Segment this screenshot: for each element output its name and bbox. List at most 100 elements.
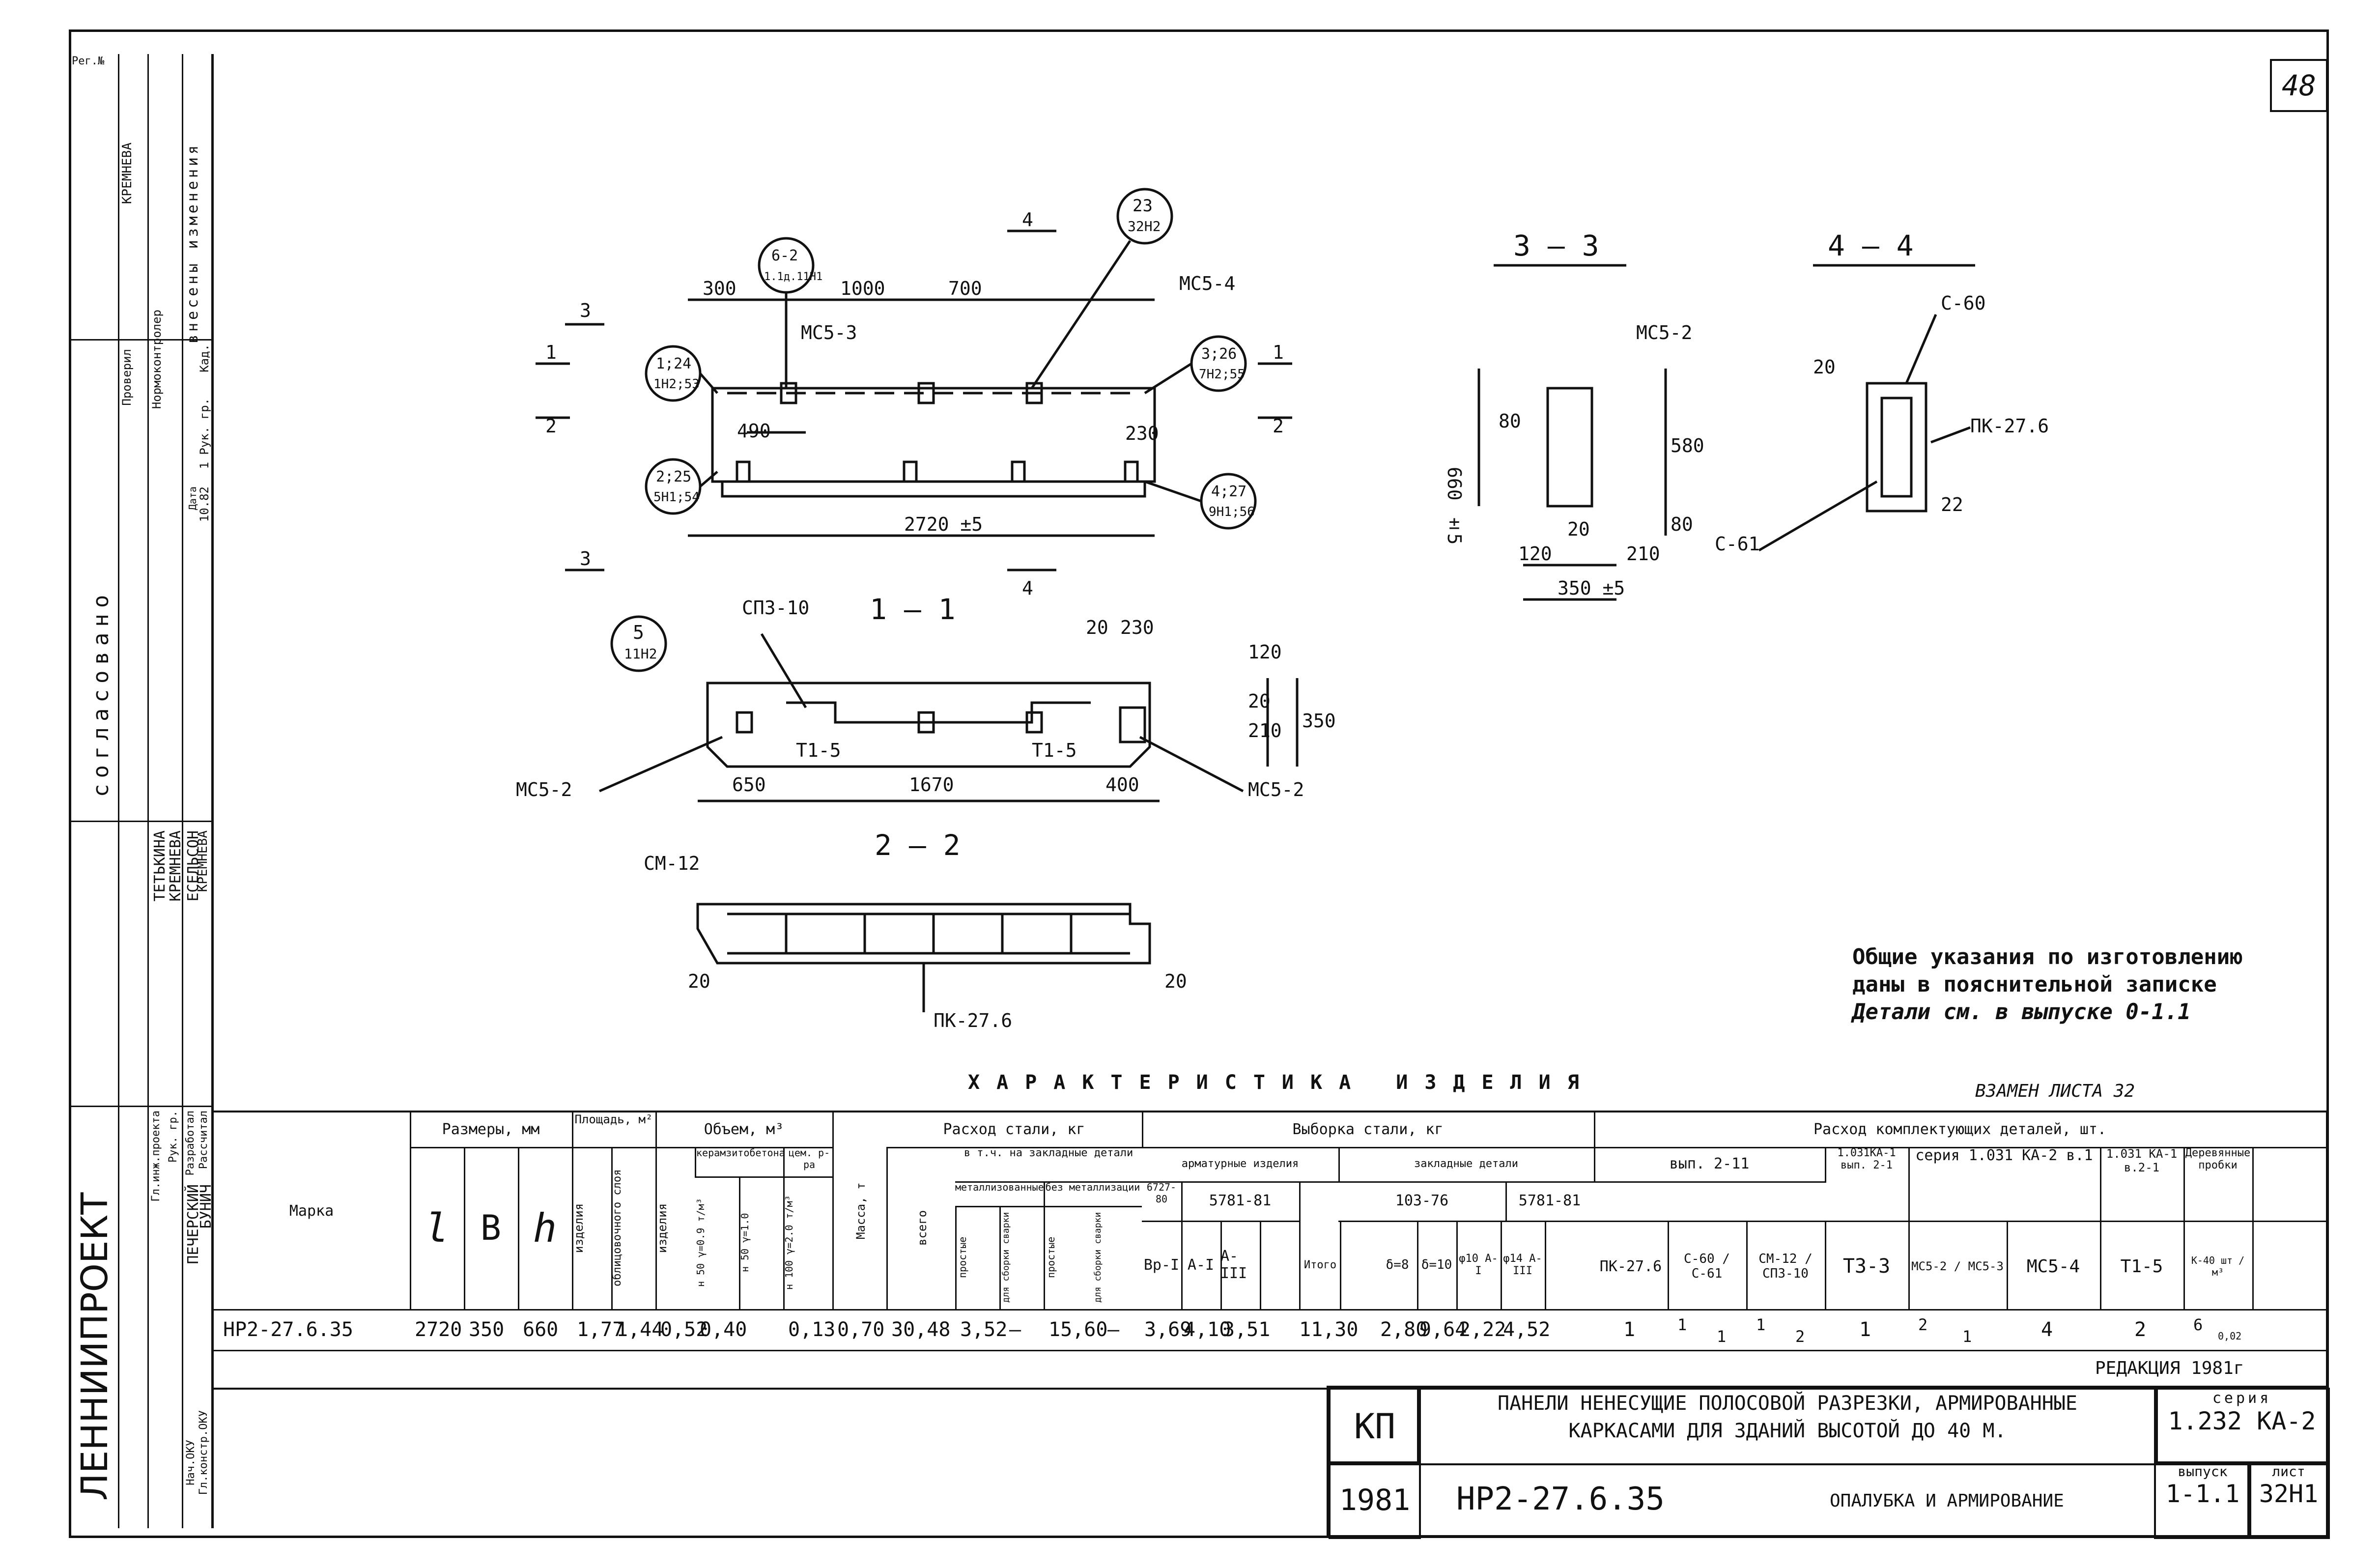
- th-vol-a: н 50 γ=0.9 т/м³: [695, 1176, 740, 1309]
- tb-vypusk: выпуск 1-1.1: [2154, 1461, 2251, 1539]
- dim-120b: 120: [1518, 543, 1552, 565]
- callout-circle: [645, 345, 702, 402]
- dim-1000: 1000: [840, 278, 885, 299]
- th-gost-1: 6727-80: [1142, 1181, 1183, 1222]
- section-mark-4-bot: 4: [1022, 577, 1033, 599]
- dim-350: 350: [1302, 710, 1336, 732]
- cell-mass: 0,70: [837, 1318, 885, 1341]
- th-vr1: Вр-I: [1142, 1221, 1183, 1309]
- tb-kp: КП: [1329, 1388, 1421, 1465]
- cell-h: 660: [523, 1318, 559, 1341]
- dim-1670: 1670: [909, 774, 954, 796]
- section-33-outline: [1546, 387, 1593, 508]
- tb-list-value: 32Н1: [2259, 1480, 2319, 1508]
- th-a3: А-III: [1220, 1221, 1261, 1309]
- tb-list-label: лист: [2272, 1463, 2305, 1480]
- cell-k3a: 1: [1756, 1315, 1766, 1334]
- th-pod-1: для сборки сварки: [999, 1206, 1045, 1309]
- th-area: Площадь, м²: [572, 1112, 657, 1148]
- role-gip: Гл.инж.проекта: [150, 1111, 162, 1202]
- dim-580: 580: [1671, 435, 1704, 456]
- embed: [917, 382, 935, 404]
- cell-k5b: 1: [1962, 1327, 1972, 1346]
- embed: [903, 460, 918, 483]
- th-kit-mc: МС5-2 / МС5-3: [1908, 1222, 2008, 1311]
- cell-area1: 1,77: [577, 1318, 624, 1341]
- callout-2-25: 2;25: [656, 468, 691, 485]
- embed: [1025, 711, 1043, 734]
- section-44-outline: [1866, 382, 1927, 513]
- leader: [1139, 736, 1244, 793]
- label-mc5-2-right: МС5-2: [1248, 779, 1304, 800]
- role-nach-oku: Нач.ОКУ: [185, 1440, 197, 1485]
- callout-5-sub: 11Н2: [624, 646, 657, 662]
- leader: [1930, 426, 1971, 444]
- tb-year: 1981: [1329, 1461, 1421, 1539]
- role-glkonstr: Гл.констр.ОКУ: [198, 1410, 210, 1495]
- cell-vol1: 0,52: [660, 1318, 708, 1341]
- dim-20-22a: 20: [688, 970, 710, 992]
- th-a1: А-I: [1181, 1221, 1222, 1309]
- th-kit-group-3: серия 1.031 КА-2 в.1: [1908, 1147, 2101, 1221]
- strip-col-line: [182, 54, 183, 1528]
- tb-list: лист 32Н1: [2247, 1461, 2330, 1539]
- th-d10: δ=10: [1417, 1221, 1458, 1309]
- th-area-obl: облицовочного слоя: [611, 1147, 657, 1309]
- leader: [1030, 240, 1132, 389]
- corner-number: 48: [2282, 69, 2316, 102]
- callout-circle: [758, 237, 815, 294]
- callout-23: 23: [1133, 196, 1153, 216]
- cell-k8b: 0,02: [2218, 1330, 2242, 1342]
- section-mark-2-right: 2: [1273, 415, 1284, 437]
- th-vol-c: н 100 γ=2.0 т/м³: [783, 1176, 834, 1309]
- drawing-area: 3 3 4 4 1 1 2 2 300 1000 700 490 230 272…: [516, 188, 2049, 1031]
- dim-660: 660 ±5: [1444, 467, 1465, 544]
- left-strip: Рег.№ ЛЕННИИПРОЕКТ согласовано Проверил …: [69, 54, 215, 1528]
- strip-col-line: [118, 54, 119, 1528]
- panel-elevation-bottom: [721, 480, 1146, 498]
- th-gost-2: 5781-81: [1181, 1181, 1301, 1222]
- embed: [736, 460, 751, 483]
- cell-vol2: 0,40: [700, 1318, 747, 1341]
- callout-3-26: 3;26: [1201, 345, 1237, 363]
- dim-700: 700: [948, 278, 982, 299]
- general-notes: Общие указания по изготовлению даны в по…: [1852, 943, 2243, 1026]
- tb-title-1: ПАНЕЛИ НЕНЕСУЩИЕ ПОЛОСОВОЙ РАЗРЕЗКИ, АРМ…: [1497, 1392, 2078, 1415]
- th-marka: Марка: [213, 1112, 411, 1309]
- dim-230b: 230: [1120, 617, 1154, 638]
- section-mark-4-top: 4: [1022, 209, 1033, 230]
- th-steel: Расход стали, кг: [886, 1112, 1143, 1148]
- table-title: ХАРАКТЕРИСТИКА ИЗДЕЛИЯ: [968, 1071, 1596, 1094]
- th-kit-group-4: 1.031 КА-1 в.2-1: [2100, 1147, 2185, 1221]
- cell-itogo: 11,30: [1299, 1318, 1359, 1341]
- embed: [780, 382, 797, 404]
- callout-4-27: 4;27: [1211, 483, 1247, 500]
- corner-number-box: 48: [2270, 59, 2328, 112]
- th-kit-t1: Т1-5: [2100, 1222, 2185, 1311]
- strip-row-line: [69, 339, 211, 341]
- section-22-outline: [696, 903, 1151, 965]
- th-prost-1: простые: [955, 1206, 1001, 1309]
- dim-20-22b: 20: [1164, 970, 1187, 992]
- th-kit-pk: ПК-27.6: [1594, 1222, 1669, 1311]
- th-vol-b: н 50 γ=1.0: [739, 1176, 785, 1309]
- callout-1-24: 1;24: [656, 355, 691, 372]
- cell-k5a: 2: [1918, 1315, 1928, 1334]
- section-33-title: 3 — 3: [1513, 229, 1599, 262]
- th-prost-2: простые: [1044, 1206, 1094, 1309]
- th-l: l: [410, 1147, 465, 1309]
- edition-note: РЕДАКЦИЯ 1981г: [2095, 1358, 2244, 1378]
- section-11-title: 1 — 1: [870, 593, 956, 626]
- tb-seria: серия 1.232 КА-2: [2154, 1388, 2330, 1465]
- cell-k1: 1: [1623, 1318, 1636, 1341]
- strip-row-line: [69, 1106, 211, 1107]
- tb-seria-value: 1.232 КА-2: [2168, 1407, 2316, 1435]
- leader: [760, 633, 807, 709]
- data-row: НР2-27.6.35 2720 350 660 1,77 1,44 0,52 …: [213, 1309, 2326, 1351]
- cell-a1: 4,10: [1184, 1318, 1231, 1341]
- strip-col-line: [147, 54, 149, 1528]
- cell-steel-nomet: 15,60: [1048, 1318, 1108, 1341]
- th-kit-cm: СМ-12 / СП3-10: [1746, 1222, 1826, 1311]
- callout-3-26-sub: 7Н2;55: [1199, 367, 1245, 382]
- th-f10: φ10 А-I: [1456, 1221, 1502, 1309]
